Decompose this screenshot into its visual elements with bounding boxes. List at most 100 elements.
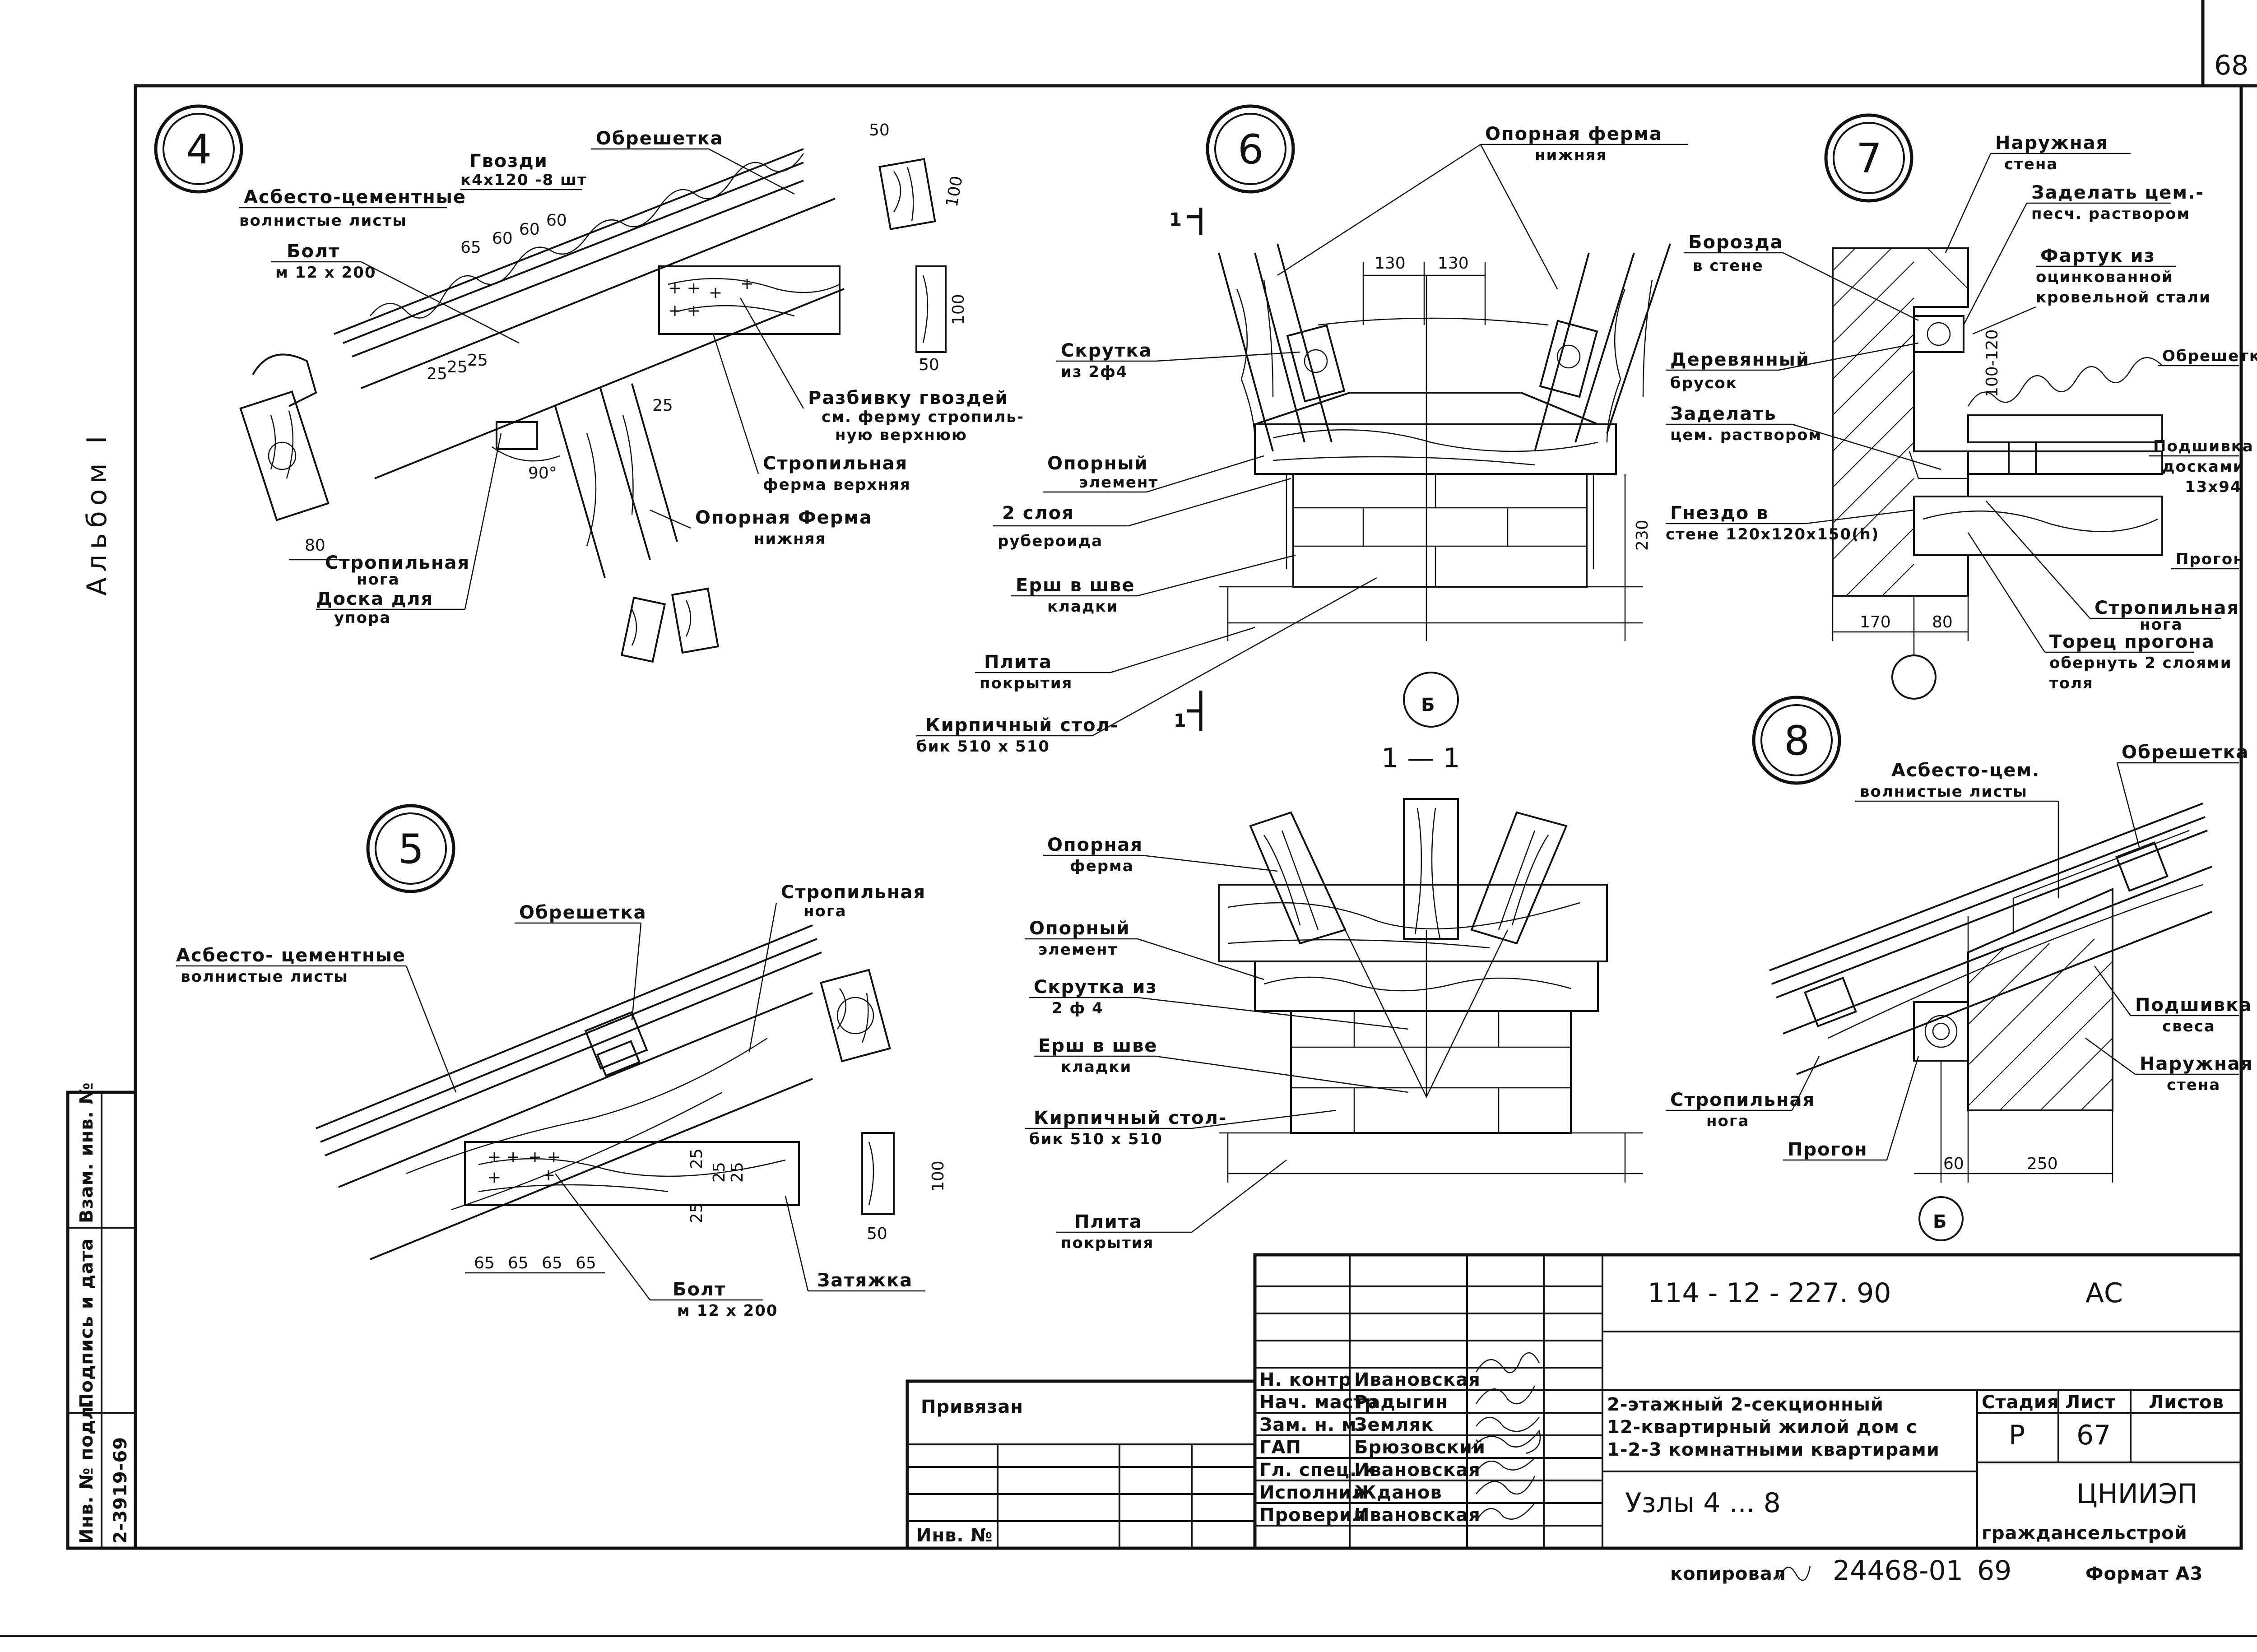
node-6-number: 6 <box>1238 126 1263 173</box>
node-5-dim-65b: 65 <box>508 1254 529 1272</box>
node-5-tie-beam: + + + + + + <box>464 1141 800 1206</box>
node-7-brusok1: Деревянный <box>1670 349 1810 370</box>
node-4-rafter-end <box>239 353 330 521</box>
node-4-strop-ferma1: Стропильная <box>763 453 908 474</box>
node-8-number: 8 <box>1784 717 1810 765</box>
node-6-opor-elem2: элемент <box>1079 473 1158 492</box>
node-7-dim-80: 80 <box>1932 613 1953 631</box>
node-8-stena1: Наружная <box>2140 1053 2253 1074</box>
node-7-zadelat1: Заделать цем.- <box>2031 182 2204 203</box>
node-7-podshivka3: 13х94 <box>2185 478 2242 496</box>
node-7-dim-170: 170 <box>1860 613 1891 631</box>
node-7-borozda2: в стене <box>1693 257 1764 275</box>
node-6-axis: Б <box>1421 695 1436 715</box>
node-6-truss-left <box>1218 243 1346 452</box>
node-6-opor-ferma1: Опорная ферма <box>1485 124 1663 144</box>
section-1-1-opor-elem2: элемент <box>1038 941 1118 959</box>
node-4-dim-60c: 60 <box>546 211 567 230</box>
node-4-obreshetka: Обрешетка <box>596 128 724 149</box>
svg-text:+ +: + + <box>528 1148 561 1166</box>
title-block-role-6: Проверил <box>1259 1505 1366 1526</box>
section-1-1-opor-ferma1: Опорная <box>1047 835 1143 855</box>
node-5-number: 5 <box>398 826 424 873</box>
title-block-name-1: Радыгин <box>1354 1392 1448 1413</box>
node-4-sec-50b: 50 <box>919 356 939 374</box>
node-4-bolt-spec: м 12 х 200 <box>275 264 376 282</box>
node-5-detail: 5 + + + + + + 100 50 <box>176 804 947 1320</box>
node-6-section-mark-bottom: 1 <box>1174 710 1187 731</box>
node-8-progon: Прогон <box>1788 1139 1868 1160</box>
title-block-role-2: Зам. н. м. <box>1259 1415 1364 1435</box>
node-4-dim-25a: 25 <box>427 365 447 383</box>
node-4-dim-25c: 25 <box>467 351 488 370</box>
node-8-podshivka1: Подшивка <box>2135 995 2252 1016</box>
node-4-blocks <box>496 421 719 663</box>
title-block-signatures <box>1471 1352 1541 1522</box>
svg-text:+ +: + + <box>668 302 701 320</box>
title-block-name-3: Брюзовский <box>1354 1437 1486 1458</box>
node-8-obreshetka: Обрешетка <box>2122 742 2249 763</box>
title-block-name-0: Ивановская <box>1354 1369 1481 1390</box>
node-7-torec1: Торец прогона <box>2049 631 2215 652</box>
node-5-dim-25b: 25 <box>687 1148 706 1169</box>
node-4-sec-50a: 50 <box>869 121 890 139</box>
node-7-podshivka1: Подшивка <box>2153 437 2254 455</box>
node-7-detail: 7 170 80 <box>1666 113 2257 700</box>
title-block-role-1: Нач. мастр <box>1259 1392 1378 1413</box>
node-5-roof-slope <box>316 924 822 1260</box>
title-block-kopiroval: копировал <box>1670 1564 1786 1584</box>
section-1-1-opor-ferma2: ферма <box>1070 857 1134 875</box>
node-4-number: 4 <box>186 126 212 173</box>
node-4-asbest2: волнистые листы <box>239 212 407 230</box>
node-4-dim-60a: 60 <box>492 229 513 248</box>
section-1-1-plita2: покрытия <box>1061 1234 1154 1252</box>
section-1-1-ersh2: кладки <box>1061 1058 1132 1076</box>
node-4-sec-100b: 100 <box>949 294 968 325</box>
title-block-project-2: 12-квартирный жилой дом с <box>1607 1417 1918 1438</box>
node-5-bolt-spec: м 12 х 200 <box>677 1302 778 1320</box>
section-1-1-support <box>1218 884 1608 1012</box>
section-1-1-skrutka2: 2 ф 4 <box>1052 999 1104 1017</box>
node-4-strop-noga2: нога <box>357 571 400 589</box>
node-4-dim-65: 65 <box>460 238 481 257</box>
node-7-zadelat4: цем. раствором <box>1670 426 1822 444</box>
node-6-dim-130b: 130 <box>1438 254 1469 273</box>
svg-text:+: + <box>542 1166 555 1184</box>
node-7-zadelat3: Заделать <box>1670 404 1777 424</box>
title-block-mark: АС <box>2085 1277 2123 1309</box>
title-block-inv: Инв. № <box>916 1525 993 1546</box>
node-7-progon: Прогон <box>2176 550 2245 568</box>
node-5-batten <box>584 1011 648 1077</box>
node-7-fartuk2: оцинкованной <box>2036 268 2173 286</box>
node-8-detail: 8 60 <box>1666 696 2253 1241</box>
title-block-sheet-title: Узлы 4 ... 8 <box>1625 1487 1781 1519</box>
section-1-1-trusses <box>1249 798 1568 945</box>
node-8-strop1: Стропильная <box>1670 1090 1815 1110</box>
title-block-role-5: Исполнил <box>1259 1482 1365 1503</box>
section-1-1-title: 1 — 1 <box>1381 742 1460 774</box>
node-7-dim-100: 100-120 <box>1983 329 2002 397</box>
node-4-opor-ferma2: нижняя <box>754 530 826 548</box>
section-1-1-brick-pier <box>1290 929 1572 1134</box>
node-4-razbivku2: см. ферму стропиль- <box>822 408 1024 426</box>
node-5-zatyazhka: Затяжка <box>817 1270 913 1291</box>
title-block-sheet: 67 <box>2076 1420 2111 1451</box>
node-8-dim-60: 60 <box>1943 1155 1964 1173</box>
node-8-stena2: стена <box>2167 1076 2220 1094</box>
node-5-bolt: Болт <box>673 1279 726 1300</box>
node-4-bolt: Болт <box>287 241 340 262</box>
node-5-asbest2: волнистые листы <box>181 968 348 986</box>
node-8-axis: Б <box>1933 1211 1948 1232</box>
node-6-plita1: Плита <box>984 652 1052 673</box>
node-5-sec-100: 100 <box>929 1160 947 1192</box>
node-7-brusok2: брусок <box>1670 374 1737 392</box>
node-7-torec2: обернуть 2 слоями <box>2049 654 2232 672</box>
title-block-name-4: Ивановская <box>1354 1460 1481 1480</box>
title-block-project-1: 2-этажный 2-секционный <box>1607 1394 1884 1415</box>
node-7-borozda1: Борозда <box>1688 232 1783 253</box>
title-block-stage-header: Стадия <box>1982 1392 2059 1413</box>
node-6-truss-right <box>1534 243 1671 452</box>
node-8-asbest1: Асбесто-цем. <box>1891 760 2040 781</box>
title-block-org-1: ЦНИИЭП <box>2076 1478 2197 1510</box>
section-1-1-opor-elem1: Опорный <box>1029 918 1130 939</box>
